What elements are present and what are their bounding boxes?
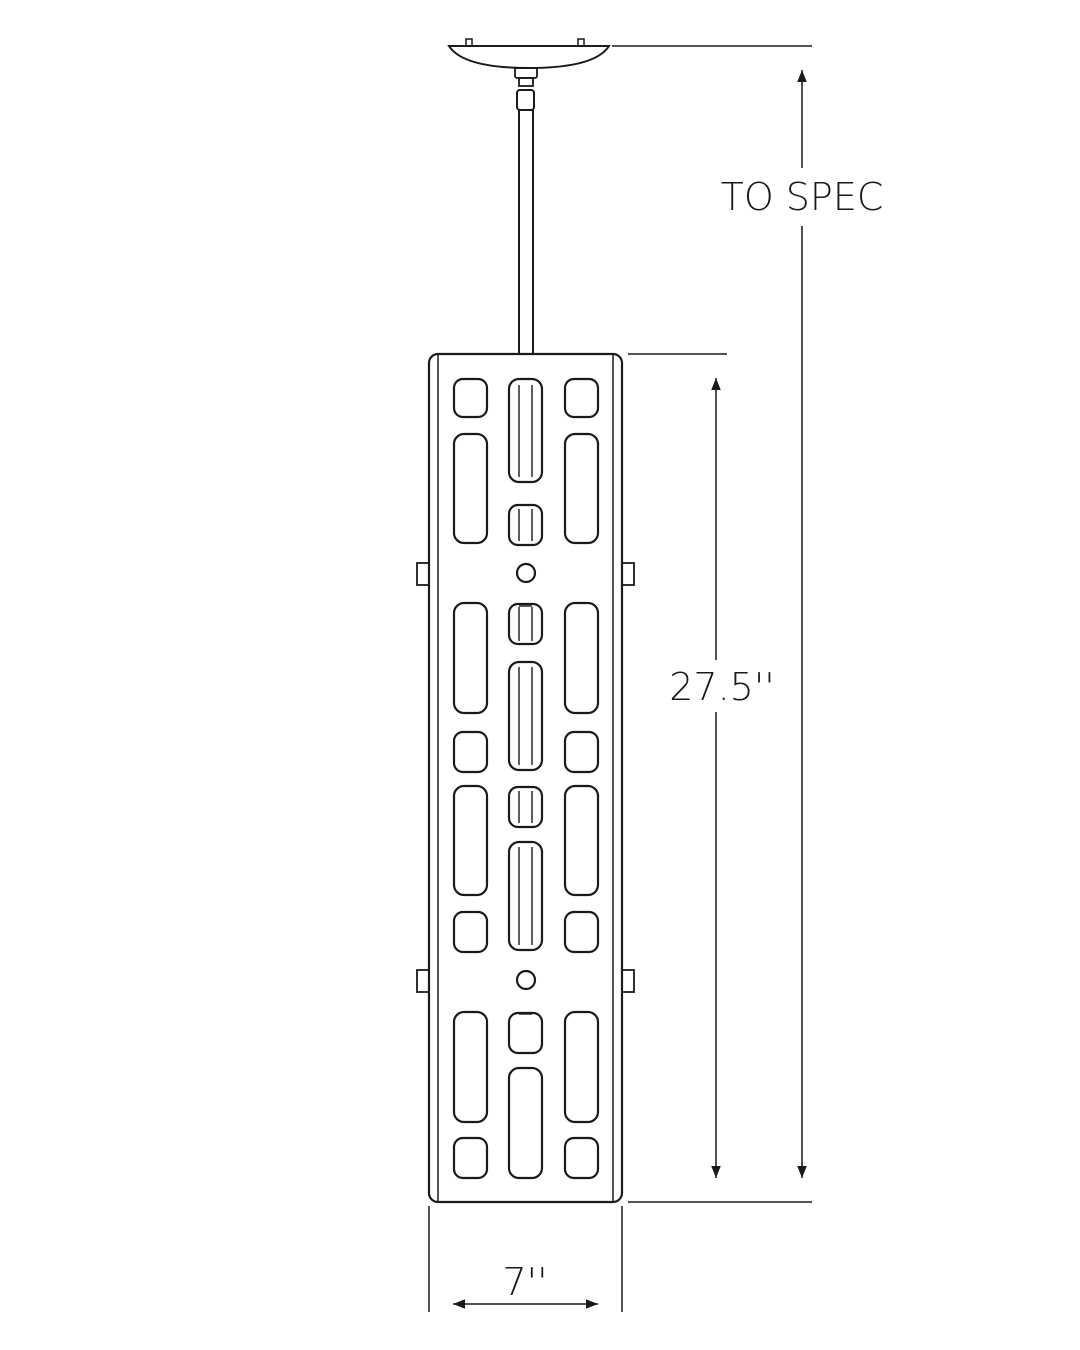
suspension-stem bbox=[518, 109, 534, 355]
body-height-label: 27.5'' bbox=[669, 665, 775, 709]
ceiling-canopy bbox=[447, 38, 611, 111]
overall-height-dimension: TO SPEC bbox=[612, 45, 884, 1203]
width-label: 7'' bbox=[502, 1260, 547, 1304]
cutout-pattern bbox=[452, 377, 600, 1180]
fixture-body bbox=[416, 352, 635, 1204]
body-height-dimension: 27.5'' bbox=[628, 353, 775, 1178]
overall-height-label: TO SPEC bbox=[721, 175, 884, 219]
width-dimension: 7'' bbox=[428, 1206, 623, 1312]
